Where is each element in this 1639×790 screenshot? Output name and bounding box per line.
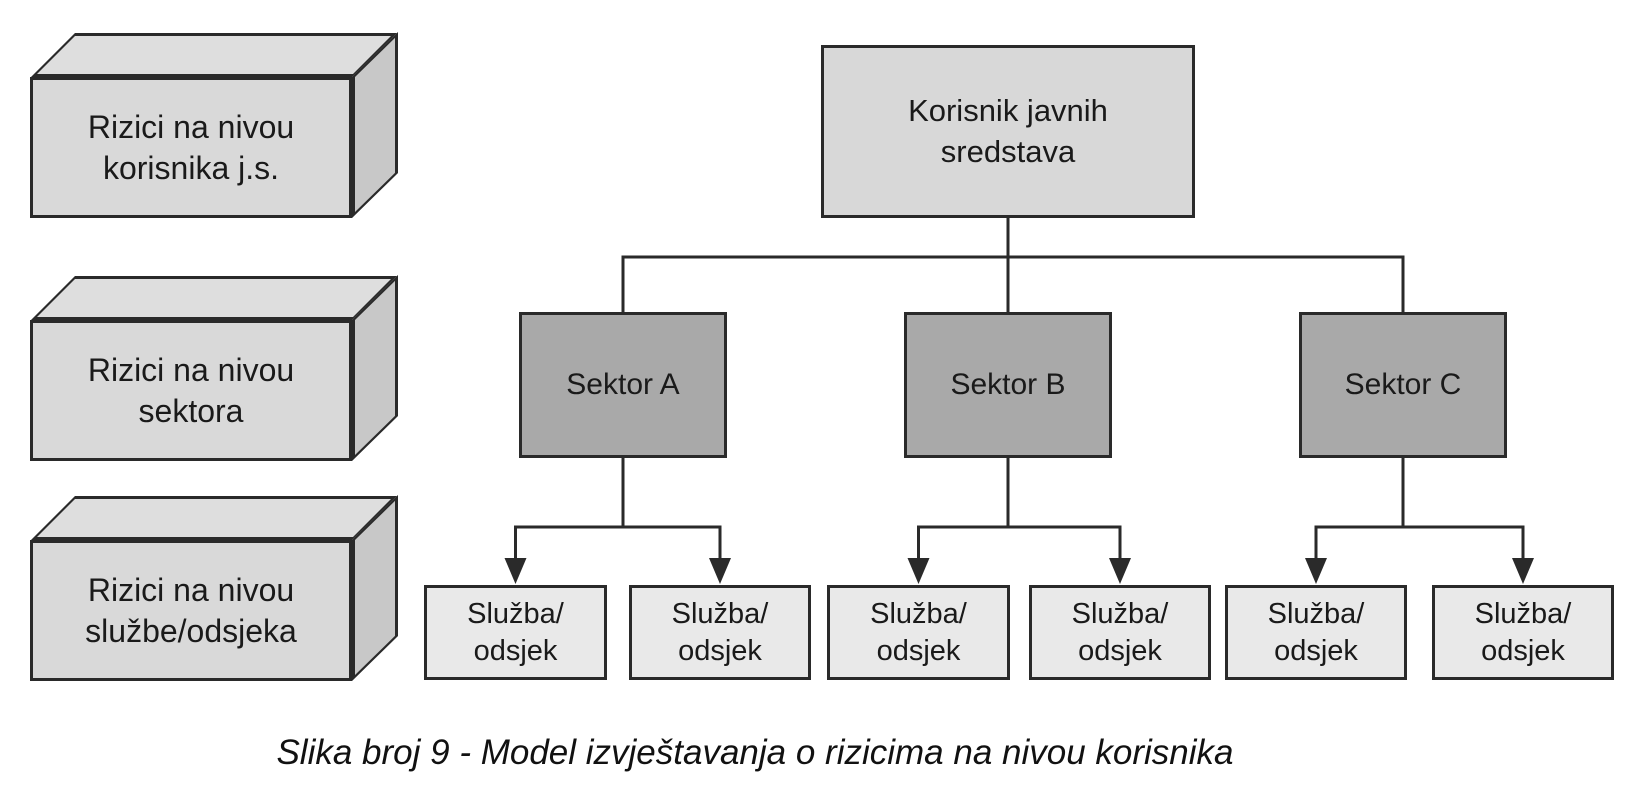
sector-box-a: Sektor A: [519, 312, 727, 458]
arrow-down-icon: [907, 558, 930, 584]
risk-level-cuboid-3: Rizici na nivou službe/odsjeka: [30, 494, 430, 686]
unit-1-label-line1: Služba/: [467, 598, 564, 631]
sector-box-c: Sektor C: [1299, 312, 1507, 458]
unit-2-label-line2: odsjek: [678, 634, 762, 667]
root-box-label-line1: Korisnik javnih: [908, 93, 1108, 129]
unit-box-4: Služba/ odsjek: [1029, 585, 1211, 680]
unit-3-label-line2: odsjek: [876, 634, 961, 667]
root-to-sectors-connector: [621, 218, 1405, 313]
cuboid-top-face: [31, 276, 397, 320]
cuboid-top-face: [31, 496, 397, 540]
sector-b-label: Sektor B: [950, 368, 1066, 401]
sector-c-to-units-connector: [1314, 456, 1525, 562]
unit-6-label-line1: Služba/: [1474, 598, 1572, 631]
arrow-down-icon: [1512, 558, 1534, 584]
unit-box-6: Služba/ odsjek: [1432, 585, 1614, 680]
risk-level-2-box: Rizici na nivou sektora: [30, 320, 352, 461]
unit-5-label-line2: odsjek: [1274, 634, 1358, 667]
root-box-label-line2: sredstava: [940, 133, 1076, 169]
figure-caption: Slika broj 9 - Model izvještavanja o riz…: [276, 733, 1234, 772]
arrow-down-icon: [709, 558, 731, 584]
risk-level-cuboid-2: Rizici na nivou sektora: [30, 274, 430, 466]
unit-box-2: Služba/ odsjek: [629, 585, 811, 680]
sector-c-label: Sektor C: [1344, 368, 1462, 401]
arrow-down-icon: [504, 558, 527, 584]
cuboid-top-face: [31, 33, 397, 77]
sector-box-b: Sektor B: [904, 312, 1112, 458]
arrow-down-icon: [1109, 558, 1131, 584]
unit-4-label-line1: Služba/: [1071, 598, 1169, 631]
unit-box-5: Služba/ odsjek: [1225, 585, 1407, 680]
sector-a-label: Sektor A: [566, 368, 680, 401]
risk-level-cuboid-1: Rizici na nivou korisnika j.s.: [30, 31, 430, 223]
risk-level-3-label-line1: Rizici na nivou: [87, 571, 295, 608]
unit-1-label-line2: odsjek: [473, 634, 558, 667]
risk-level-1-box: Rizici na nivou korisnika j.s.: [30, 77, 352, 218]
risk-level-2-label-line2: sektora: [138, 392, 244, 429]
risk-level-1-label-line1: Rizici na nivou: [87, 108, 295, 145]
risk-level-3-box: Rizici na nivou službe/odsjeka: [30, 540, 352, 681]
sector-b-to-units-connector: [917, 456, 1122, 562]
unit-3-label-line1: Služba/: [870, 598, 967, 631]
risk-level-3-label-line2: službe/odsjeka: [85, 612, 297, 649]
unit-4-label-line2: odsjek: [1078, 634, 1162, 667]
sector-a-to-units-connector: [514, 456, 722, 562]
unit-5-label-line1: Služba/: [1267, 598, 1365, 631]
arrow-down-icon: [1305, 558, 1327, 584]
root-box-korisnik-javnih-sredstava: Korisnik javnih sredstava: [821, 45, 1195, 218]
risk-level-1-label-line2: korisnika j.s.: [102, 149, 280, 186]
unit-box-3: Služba/ odsjek: [827, 585, 1010, 680]
unit-6-label-line2: odsjek: [1481, 634, 1565, 667]
unit-box-1: Služba/ odsjek: [424, 585, 607, 680]
unit-2-label-line1: Služba/: [671, 598, 769, 631]
risk-level-2-label-line1: Rizici na nivou: [87, 351, 295, 388]
